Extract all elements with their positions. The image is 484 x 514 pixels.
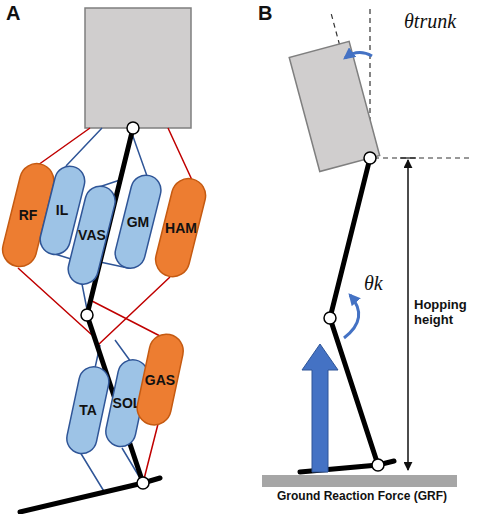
- joint-circle: [137, 477, 149, 489]
- muscle-capsule: VAS: [65, 183, 118, 287]
- panel-letter: B: [258, 2, 288, 25]
- angle-arrow: [345, 52, 372, 58]
- capsule-shape: [152, 175, 209, 280]
- annotation: Hopping height: [414, 298, 480, 328]
- muscle-capsule: TA: [64, 364, 112, 456]
- capsule-shape: [64, 364, 112, 456]
- dimension-arrow: [407, 160, 409, 470]
- panel-letter: A: [6, 2, 36, 25]
- dimension-tick: [400, 157, 416, 158]
- muscle-name: RF: [19, 207, 38, 223]
- capsule-shape: [65, 183, 118, 287]
- muscle-name: TA: [79, 402, 97, 418]
- force-arrow: [302, 344, 338, 472]
- ground-bar: [262, 475, 457, 487]
- capsule-shape: [134, 331, 186, 428]
- annotation: Ground Reaction Force (GRF): [262, 490, 462, 504]
- trunk-segment: [289, 41, 379, 171]
- joint-circle: [127, 122, 139, 134]
- muscle-name: GAS: [145, 372, 175, 388]
- annotation: θtrunk: [404, 10, 482, 33]
- annotation: θk: [364, 272, 404, 295]
- foot-bone: [20, 478, 160, 512]
- muscle-name: GM: [127, 214, 150, 230]
- trunk-segment: [85, 8, 191, 128]
- muscle-capsule: GAS: [134, 331, 186, 428]
- joints: [81, 122, 384, 489]
- joint-circle: [372, 459, 384, 471]
- leg-bone: [330, 158, 378, 465]
- muscle-name: IL: [56, 202, 68, 218]
- joint-circle: [81, 309, 93, 321]
- angle-arrow: [344, 295, 359, 338]
- muscle-capsule: HAM: [152, 175, 209, 280]
- muscle-name: HAM: [165, 220, 197, 236]
- joint-circle: [364, 152, 376, 164]
- muscle-name: VAS: [78, 227, 106, 243]
- joint-circle: [324, 312, 336, 324]
